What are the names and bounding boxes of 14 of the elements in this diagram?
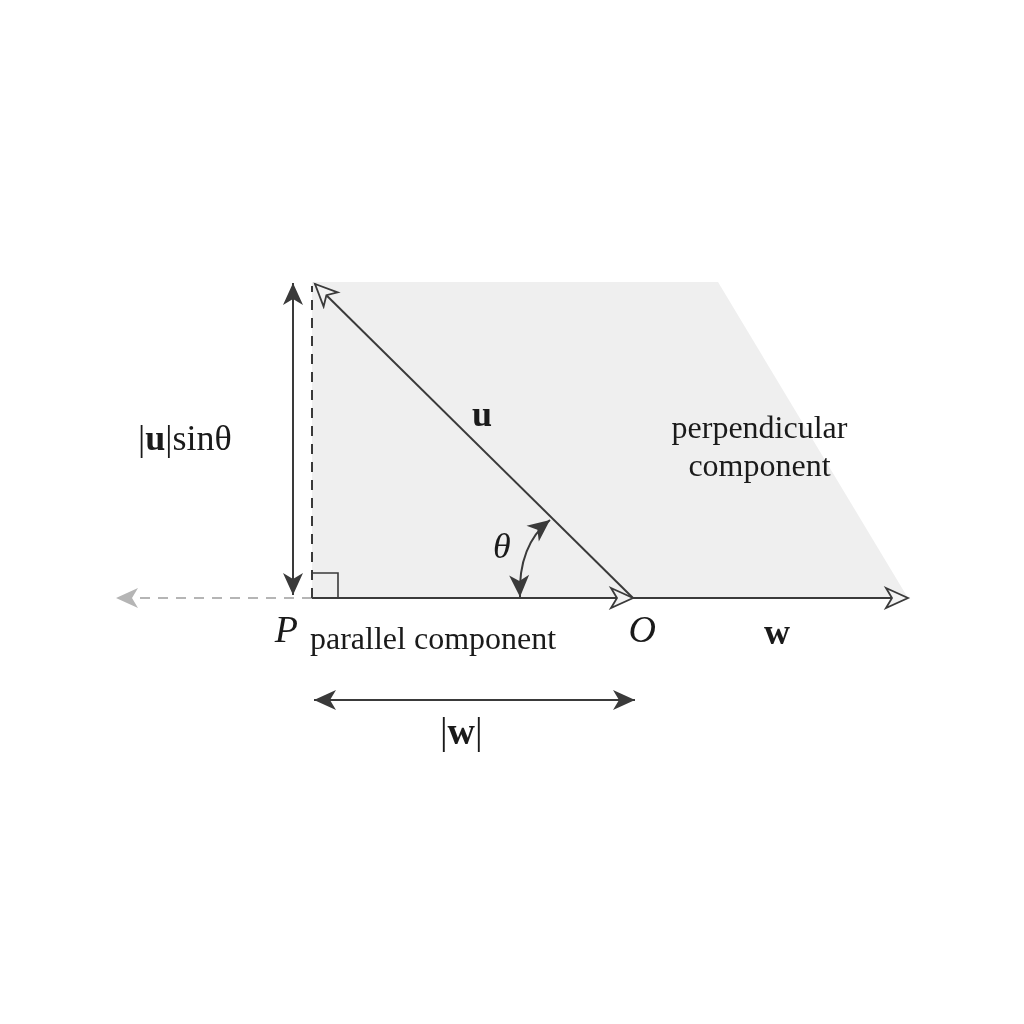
point-label: P [274,610,298,648]
vector-arrow [632,587,909,609]
dashed-line [115,588,313,608]
vector-arrow [311,587,634,609]
region-label: perpendicular component [670,408,849,485]
dashed-line [311,285,313,599]
vector-arrow [314,283,634,599]
dimension-label: |u|sinθ [138,420,232,456]
edge-label: w [764,614,790,650]
angle-label: θ [493,528,511,564]
point-label: O [628,610,656,648]
edge-label: parallel component [310,622,557,654]
edge-label: u [472,396,493,432]
dimension-label: |w| [440,712,483,750]
